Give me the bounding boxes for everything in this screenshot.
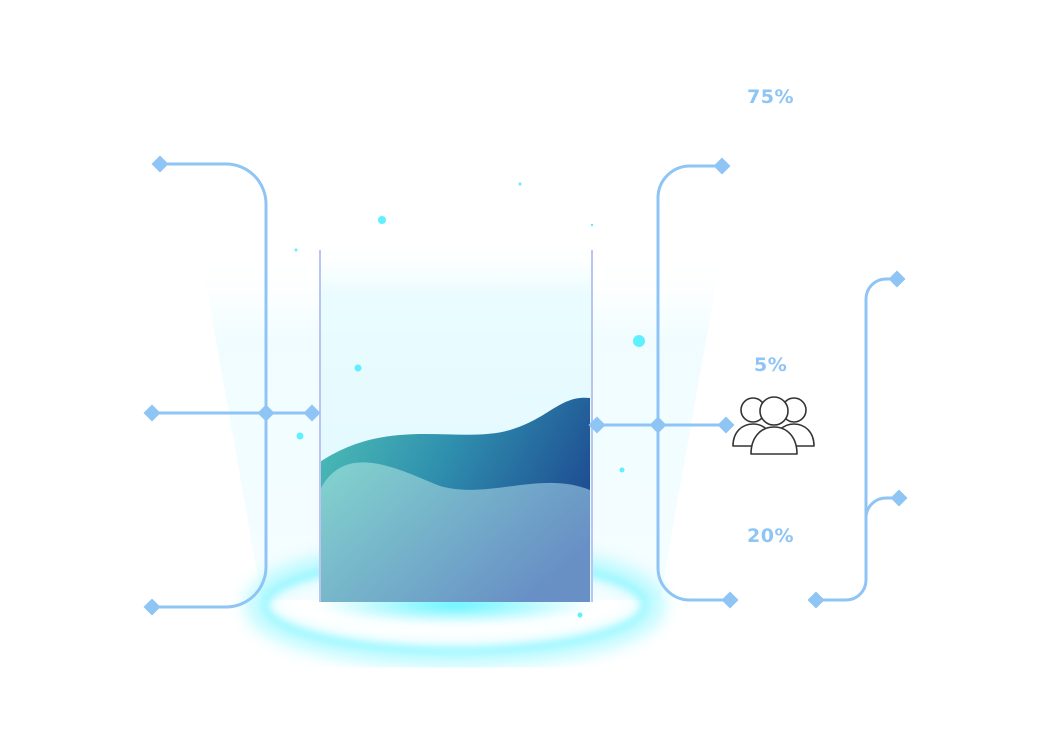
left-connector <box>150 162 314 609</box>
front-wave <box>320 462 590 602</box>
percent-label-middle: 5% <box>754 354 788 376</box>
group-users-icon <box>732 396 815 455</box>
far-right-connector-nodes <box>807 270 908 609</box>
left-connector-nodes <box>143 155 321 616</box>
particles <box>294 182 645 618</box>
percent-label-bottom: 20% <box>747 525 794 547</box>
far-right-connector <box>814 277 901 602</box>
right-connector-nodes <box>588 157 739 609</box>
percent-label-top: 75% <box>747 86 794 108</box>
